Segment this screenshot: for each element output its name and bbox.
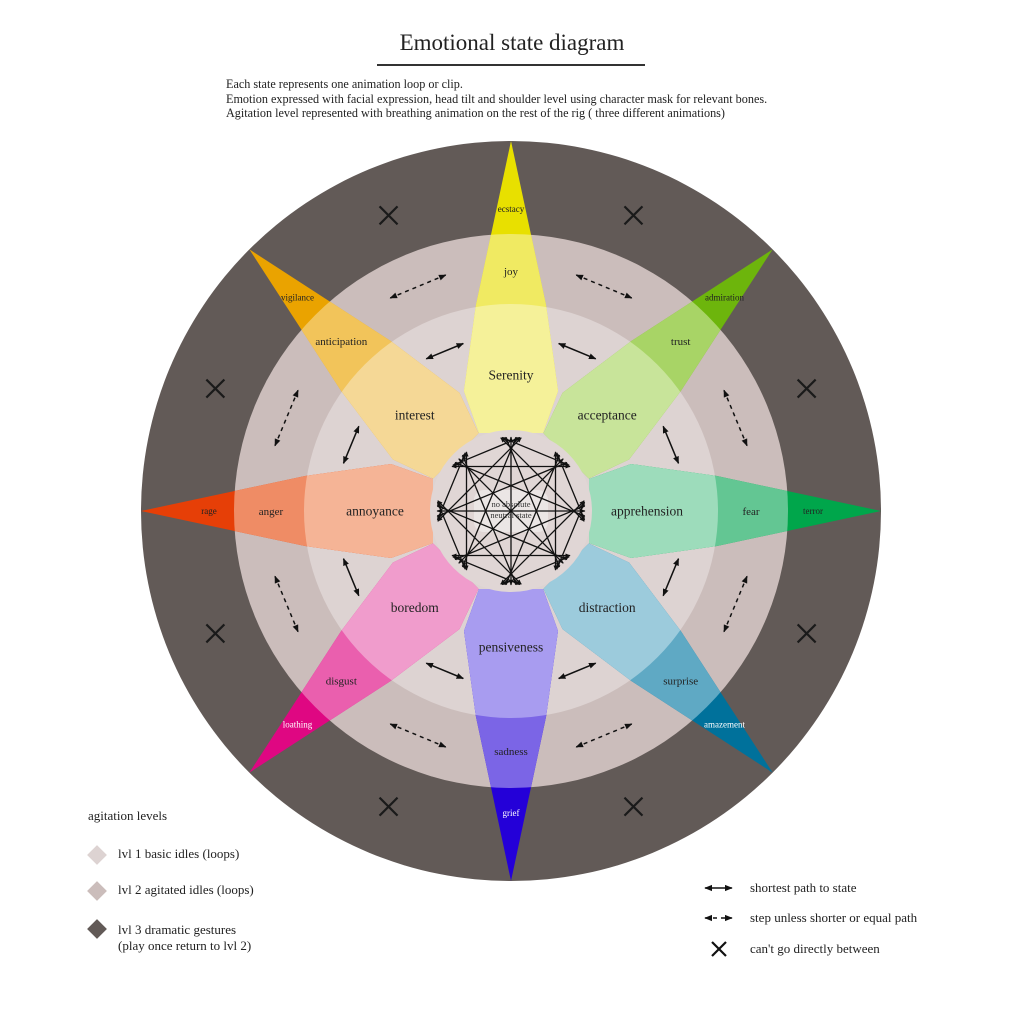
emotion-label-mid[interactable]: sadness xyxy=(494,746,528,758)
solid-double-arrow xyxy=(342,425,360,464)
petal-inner-Serenity xyxy=(464,304,558,433)
emotion-label-inner[interactable]: apprehension xyxy=(611,504,683,519)
dashed-double-arrow xyxy=(575,274,633,299)
cross-icon xyxy=(205,378,226,399)
emotion-label-mid[interactable]: anger xyxy=(259,506,284,518)
cross-icon xyxy=(623,796,644,817)
solid-double-arrow xyxy=(425,342,464,360)
center-transition-arrows xyxy=(436,436,586,586)
cross-icon xyxy=(378,205,399,226)
petal-anticipation xyxy=(249,249,479,479)
emotion-labels: Serenity joy ecstacy acceptance trust admirat… xyxy=(201,204,823,818)
solid-double-arrow xyxy=(342,558,360,597)
legend-label-lvl1: lvl 1 basic idles (loops) xyxy=(118,846,240,861)
petal-surprise xyxy=(543,543,773,773)
emotion-label-inner[interactable]: pensiveness xyxy=(479,640,544,655)
center-label: neutral state xyxy=(490,510,532,520)
petal-inner-annoyance xyxy=(304,464,433,558)
emotion-label-inner[interactable]: distraction xyxy=(579,600,636,615)
petal-joy xyxy=(464,141,558,433)
emotion-label-inner[interactable]: annoyance xyxy=(346,504,404,519)
transition-arrows xyxy=(274,274,748,748)
title-underline xyxy=(377,64,645,66)
emotion-label-outer[interactable]: grief xyxy=(503,808,520,818)
dashed-double-arrow xyxy=(274,389,299,447)
solid-double-arrow xyxy=(662,558,680,597)
center-label: no absolute xyxy=(492,499,531,509)
emotion-label-outer[interactable]: loathing xyxy=(283,720,313,730)
emotion-label-outer[interactable]: vigilance xyxy=(281,293,314,303)
blocked-transitions xyxy=(205,205,817,817)
description-line: Each state represents one animation loop… xyxy=(226,77,463,91)
emotion-label-mid[interactable]: surprise xyxy=(663,676,698,688)
description-line: Emotion expressed with facial expression… xyxy=(226,91,768,106)
emotion-label-outer[interactable]: rage xyxy=(201,506,217,516)
page-title: Emotional state diagram xyxy=(399,30,625,55)
description: Each state represents one animation loop… xyxy=(226,77,767,121)
solid-double-arrow xyxy=(425,662,464,680)
emotion-label-inner[interactable]: interest xyxy=(395,408,435,423)
arrow-legend-label: shortest path to state xyxy=(750,880,857,895)
solid-double-arrow xyxy=(558,342,597,360)
cross-icon xyxy=(623,205,644,226)
emotion-label-mid[interactable]: trust xyxy=(671,336,691,348)
petal-trust xyxy=(543,249,773,479)
dashed-double-arrow xyxy=(575,723,633,748)
dashed-double-arrow xyxy=(389,274,447,299)
dashed-double-arrow xyxy=(389,723,447,748)
center-arrow xyxy=(452,436,521,466)
emotion-label-mid[interactable]: fear xyxy=(742,506,759,518)
cross-icon xyxy=(711,941,727,957)
emotion-label-mid[interactable]: anticipation xyxy=(315,336,367,348)
emotion-label-mid[interactable]: joy xyxy=(503,266,519,278)
emotion-label-outer[interactable]: admiration xyxy=(705,293,744,303)
emotion-label-outer[interactable]: ecstacy xyxy=(498,204,525,214)
petal-inner-apprehension xyxy=(589,464,718,558)
dashed-double-arrow xyxy=(723,389,748,447)
petal-anger xyxy=(141,464,433,558)
dashed-double-arrow xyxy=(274,575,299,633)
petal-sadness xyxy=(464,589,558,881)
legend-label-lvl2: lvl 2 agitated idles (loops) xyxy=(118,882,254,897)
legend-label-lvl3-note: (play once return to lvl 2) xyxy=(118,938,252,953)
arrow-legend-label: can't go directly between xyxy=(750,941,880,956)
emotion-label-mid[interactable]: disgust xyxy=(326,676,357,688)
cross-icon xyxy=(796,623,817,644)
arrow-legend-label: step unless shorter or equal path xyxy=(750,910,918,925)
emotion-label-outer[interactable]: amazement xyxy=(704,720,745,730)
petal-inner-pensiveness xyxy=(464,589,558,718)
emotion-label-outer[interactable]: terror xyxy=(803,506,823,516)
emotion-label-inner[interactable]: acceptance xyxy=(578,408,637,423)
petal-fear xyxy=(589,464,881,558)
legend-label-lvl3: lvl 3 dramatic gestures xyxy=(118,922,237,937)
dashed-double-arrow xyxy=(723,575,748,633)
petal-disgust xyxy=(249,543,479,773)
emotion-petals xyxy=(141,141,881,881)
solid-double-arrow xyxy=(662,425,680,464)
cross-icon xyxy=(796,378,817,399)
solid-double-arrow xyxy=(558,662,597,680)
arrow-legend-icons xyxy=(704,884,733,957)
emotion-label-inner[interactable]: boredom xyxy=(391,600,439,615)
description-line: Agitation level represented with breathi… xyxy=(226,106,725,120)
cross-icon xyxy=(378,796,399,817)
emotion-label-inner[interactable]: Serenity xyxy=(489,368,534,383)
agitation-legend-title: agitation levels xyxy=(88,808,168,823)
cross-icon xyxy=(205,623,226,644)
